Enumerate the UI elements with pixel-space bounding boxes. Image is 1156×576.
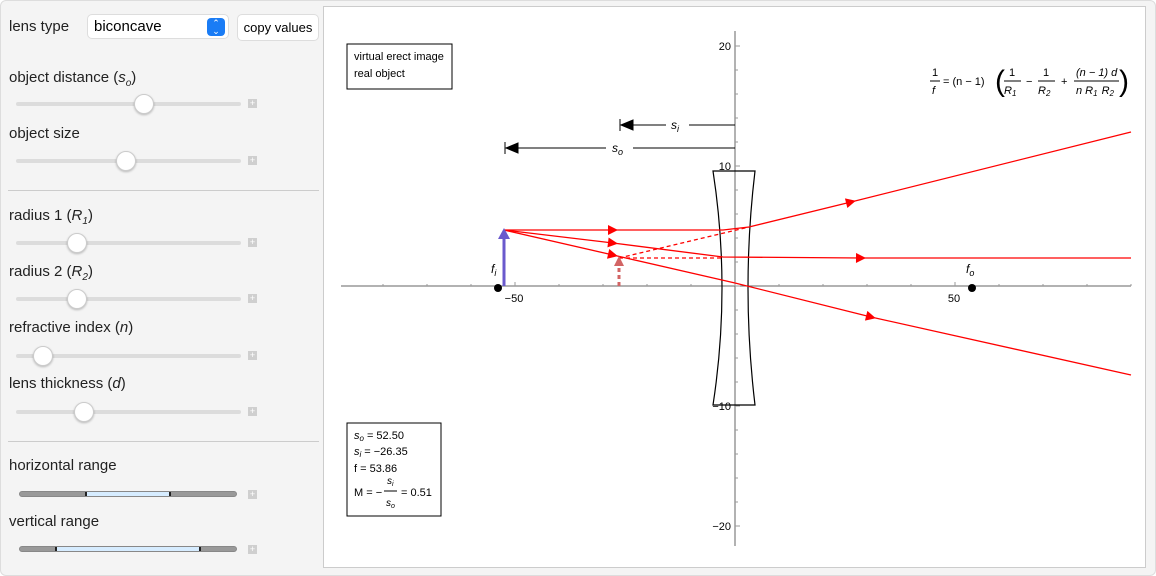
- svg-text:f = 53.86: f = 53.86: [354, 463, 397, 475]
- ray-diagram: −50 50 20 10 −10 −20 fi fo si so virtual…: [341, 31, 1132, 546]
- y-tick-label: 20: [719, 41, 731, 53]
- lens-type-select[interactable]: biconcave ⌃⌄: [87, 14, 229, 39]
- svg-text:f: f: [932, 85, 936, 97]
- svg-text:−: −: [1026, 76, 1032, 88]
- image-type-text: virtual erect image: [354, 51, 444, 63]
- divider: [8, 190, 319, 191]
- slider-track[interactable]: [16, 402, 241, 422]
- svg-text:(n − 1) d: (n − 1) d: [1076, 67, 1118, 79]
- slider-label: radius 2 (R2): [9, 263, 93, 283]
- horizontal-range-slider[interactable]: [19, 491, 237, 497]
- fo-label: fo: [966, 262, 974, 278]
- ray-focal-refracted: [612, 242, 866, 263]
- slider-label: radius 1 (R1): [9, 207, 93, 227]
- si-marker: [619, 119, 735, 131]
- svg-text:R1: R1: [1004, 85, 1016, 98]
- slider-thumb[interactable]: [33, 346, 53, 366]
- slider-track[interactable]: [16, 346, 241, 366]
- svg-text:si= −26.35: si= −26.35: [354, 446, 408, 459]
- svg-text:1: 1: [1009, 67, 1015, 79]
- fi-label: fi: [491, 262, 497, 278]
- biconcave-lens: [712, 170, 756, 406]
- slider-thumb[interactable]: [116, 151, 137, 171]
- svg-text:= (n − 1): = (n − 1): [943, 76, 985, 88]
- svg-text:si: si: [387, 476, 394, 488]
- expand-icon[interactable]: +: [248, 406, 257, 416]
- slider-thumb[interactable]: [66, 289, 87, 309]
- expand-icon[interactable]: +: [248, 155, 257, 165]
- expand-icon[interactable]: +: [248, 98, 257, 108]
- x-tick-label: −50: [505, 293, 524, 305]
- image-arrow-head: [614, 256, 624, 266]
- slider-thumb[interactable]: [73, 402, 94, 422]
- svg-text:M = −: M = −: [354, 487, 382, 499]
- divider: [8, 441, 319, 442]
- horizontal-range-label: horizontal range: [9, 457, 117, 474]
- focal-point-fi: [494, 284, 502, 292]
- virtual-ray-extension: [618, 226, 750, 259]
- y-tick-label: −20: [712, 521, 731, 533]
- lens-type-value: biconcave: [94, 18, 162, 35]
- svg-text:1: 1: [1043, 67, 1049, 79]
- object-type-text: real object: [354, 68, 405, 80]
- expand-icon[interactable]: +: [248, 350, 257, 360]
- vertical-range-label: vertical range: [9, 513, 100, 530]
- so-marker: [504, 142, 735, 154]
- so-label: so: [612, 141, 623, 157]
- slider-track[interactable]: [16, 289, 241, 309]
- svg-text:): ): [1119, 65, 1129, 98]
- expand-icon[interactable]: +: [248, 544, 257, 554]
- focal-point-fo: [968, 284, 976, 292]
- lensmaker-formula: 1 f = (n − 1) ( 1R1 − 1R2 + (n − 1) d n R…: [930, 65, 1129, 98]
- ray-parallel-refracted: [850, 131, 1132, 203]
- slider-thumb[interactable]: [134, 94, 155, 114]
- y-tick-label: −10: [712, 401, 731, 413]
- lens-plot: −50 50 20 10 −10 −20 fi fo si so virtual…: [323, 6, 1146, 568]
- slider-label: object distance (so): [9, 69, 137, 89]
- svg-text:so: so: [386, 498, 395, 510]
- si-label: si: [671, 118, 680, 134]
- slider-label: refractive index (n): [9, 319, 134, 336]
- slider-label: lens thickness (d): [9, 375, 126, 392]
- expand-icon[interactable]: +: [248, 293, 257, 303]
- results-box: [346, 422, 442, 517]
- slider-label: object size: [9, 125, 80, 142]
- slider-track[interactable]: [16, 151, 241, 171]
- slider-track[interactable]: [16, 94, 241, 114]
- rays: [503, 131, 1132, 376]
- ray-focal: [503, 229, 618, 248]
- vertical-range-slider[interactable]: [19, 546, 237, 552]
- horizontal-range-selection[interactable]: [84, 492, 172, 496]
- svg-text:R2: R2: [1038, 85, 1051, 98]
- ray-central-cont: [612, 254, 876, 321]
- image-type-box: [346, 43, 453, 90]
- svg-text:so= 52.50: so= 52.50: [354, 430, 404, 443]
- slider-track[interactable]: [16, 233, 241, 253]
- ray-parallel-refracted: [613, 198, 856, 231]
- y-tick-label: 10: [719, 161, 731, 173]
- svg-text:+: +: [1061, 76, 1067, 88]
- vertical-range-selection[interactable]: [54, 547, 202, 551]
- expand-icon[interactable]: +: [248, 237, 257, 247]
- svg-text:(: (: [995, 65, 1005, 98]
- slider-thumb[interactable]: [66, 233, 87, 253]
- ray-central-cont: [870, 316, 1132, 376]
- x-tick-label: 50: [948, 293, 960, 305]
- lens-type-label: lens type: [9, 18, 70, 35]
- expand-icon[interactable]: +: [248, 489, 257, 499]
- chevron-updown-icon: ⌃⌄: [207, 18, 225, 36]
- results: so= 52.50 si= −26.35 f = 53.86 M = − si s…: [354, 430, 432, 510]
- svg-text:1: 1: [932, 67, 938, 79]
- svg-text:= 0.51: = 0.51: [401, 487, 432, 499]
- ray-central: [503, 229, 618, 259]
- copy-values-button[interactable]: copy values: [237, 14, 319, 41]
- object-arrow-head: [498, 228, 510, 239]
